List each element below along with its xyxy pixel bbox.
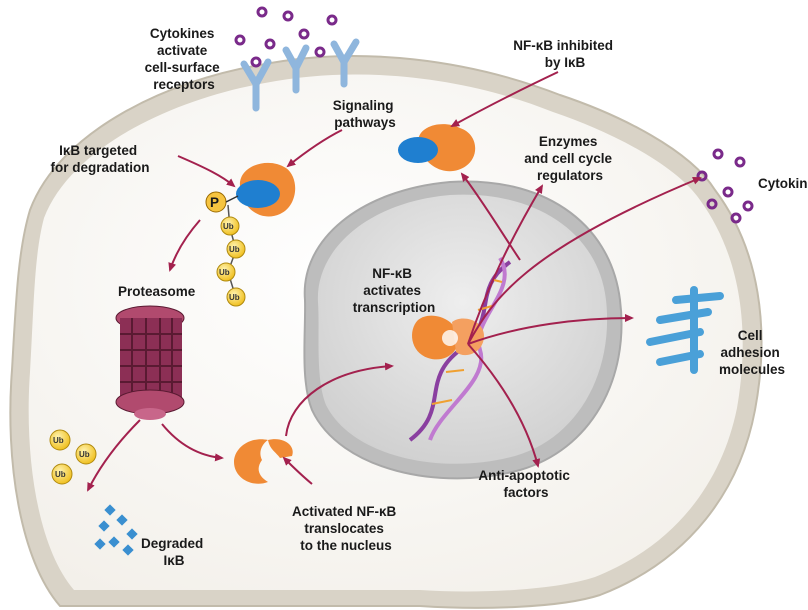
ubiquitin-chain: Ub Ub Ub Ub bbox=[216, 204, 246, 307]
diagram-labels: Cytokines activate cell-surface receptor… bbox=[50, 26, 808, 568]
label-degraded-ikb: Degraded IκB bbox=[141, 536, 207, 568]
nfkb-bound-dna bbox=[412, 315, 484, 360]
label-cell-adhesion: Cell adhesion molecules bbox=[719, 328, 785, 377]
ub-label: Ub bbox=[55, 470, 66, 479]
nfkb-ikb-complex-targeted: P bbox=[205, 162, 296, 217]
pathway-arrows bbox=[87, 71, 702, 492]
cytokine-molecules-secreted bbox=[696, 148, 754, 224]
ub-label: Ub bbox=[223, 222, 234, 231]
free-ubiquitin: Ub Ub Ub bbox=[49, 429, 97, 485]
nfkb-active bbox=[234, 439, 293, 484]
ub-label: Ub bbox=[229, 293, 240, 302]
proteasome bbox=[115, 305, 185, 420]
label-ikb-targeted: IκB targeted for degradation bbox=[50, 143, 149, 175]
ub-label: Ub bbox=[53, 436, 64, 445]
phosphate-label: P bbox=[210, 195, 219, 210]
ub-label: Ub bbox=[229, 245, 240, 254]
cytokine-molecules-top bbox=[234, 6, 338, 68]
label-proteasome: Proteasome bbox=[118, 284, 196, 299]
cell-adhesion-molecules bbox=[646, 286, 724, 374]
label-signaling-pathways: Signaling pathways bbox=[333, 98, 398, 130]
nfkb-ikb-complex-inactive bbox=[398, 124, 476, 172]
cell-surface-receptors bbox=[240, 38, 360, 112]
label-cytokines-activate: Cytokines activate cell-surface receptor… bbox=[145, 26, 224, 92]
label-nfkb-inhibited: NF-κB inhibited by IκB bbox=[513, 38, 617, 70]
label-cytokines-secreted: Cytokines bbox=[758, 176, 808, 191]
label-activated-nfkb: Activated NF-κB translocates to the nucl… bbox=[292, 504, 400, 553]
label-nfkb-activates: NF-κB activates transcription bbox=[353, 266, 436, 315]
label-anti-apoptotic: Anti-apoptotic factors bbox=[478, 468, 573, 500]
ub-label: Ub bbox=[219, 268, 230, 277]
label-enzymes: Enzymes and cell cycle regulators bbox=[524, 134, 616, 183]
ub-label: Ub bbox=[79, 450, 90, 459]
